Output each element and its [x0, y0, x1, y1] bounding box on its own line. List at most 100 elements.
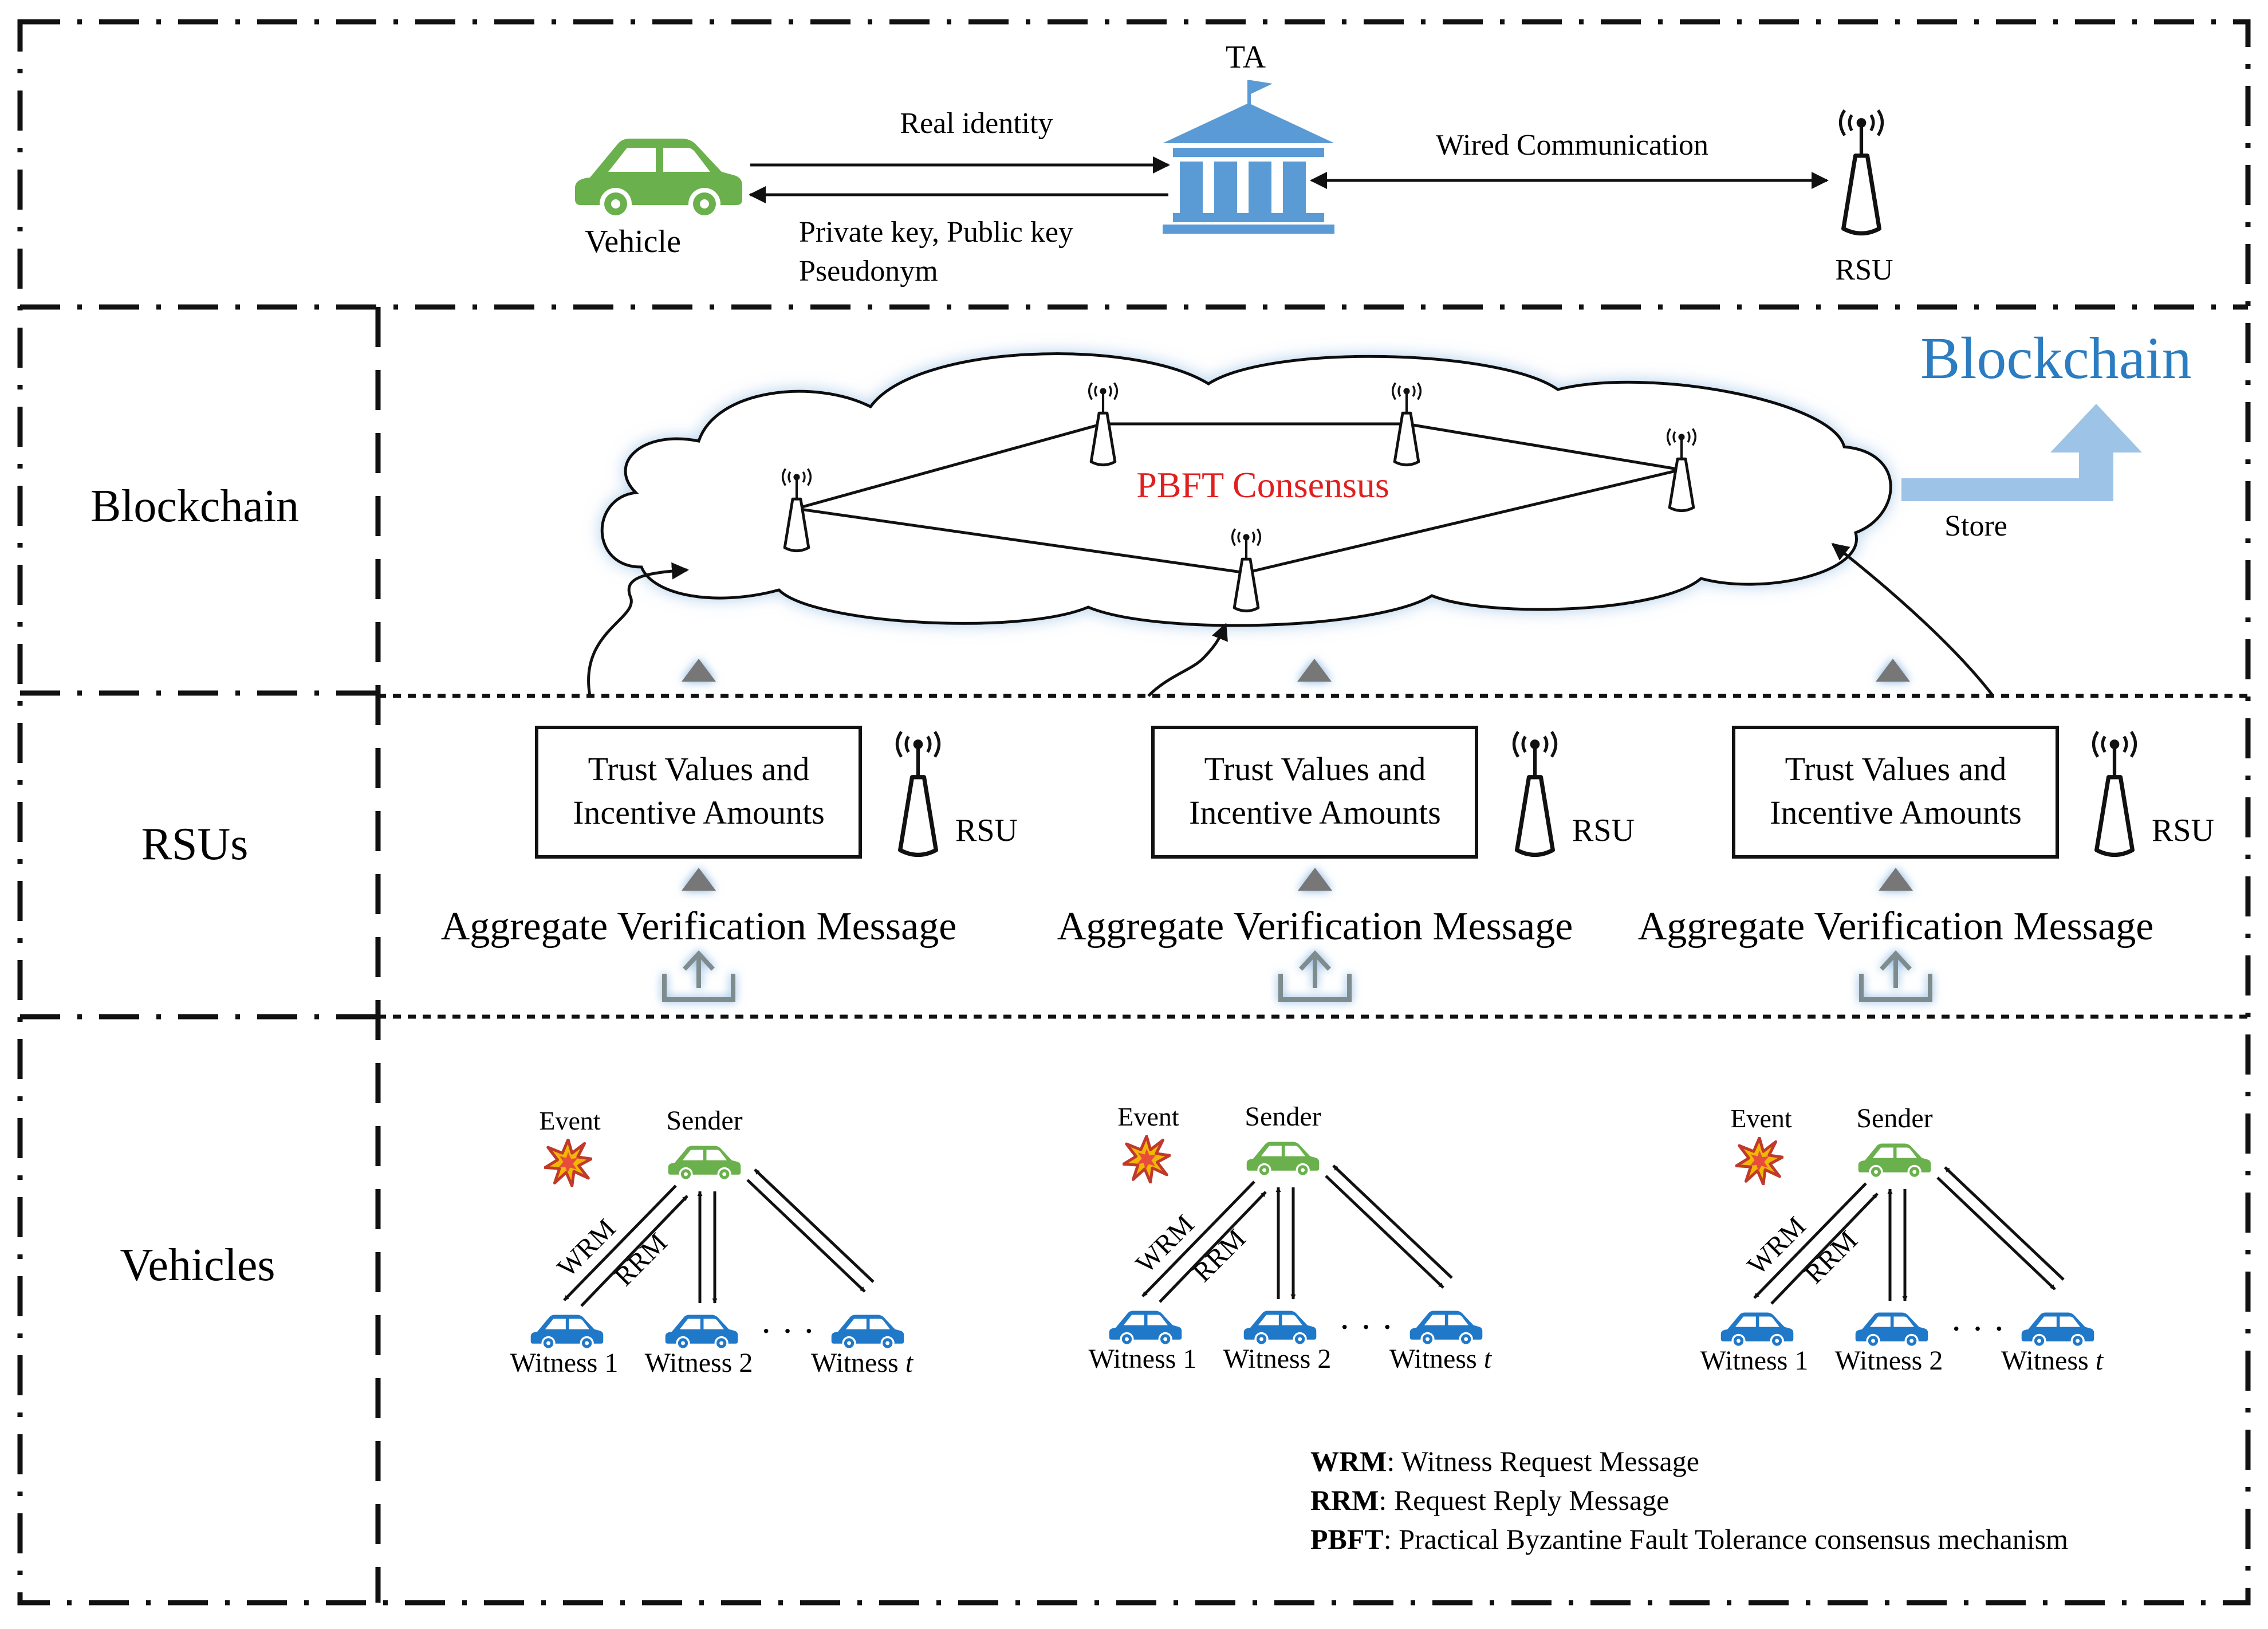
store-arrow-icon — [1901, 404, 2142, 501]
aggregate-verification-label: Aggregate Verification Message — [441, 904, 957, 949]
vehicle-label: Vehicle — [585, 224, 681, 259]
rsu-tower-icon — [1514, 732, 1556, 855]
keys-label-line2: Pseudonym — [799, 255, 938, 288]
rsu-label: RSU — [1572, 813, 1635, 848]
event-label: Event — [539, 1106, 601, 1135]
upload-tray-icon — [662, 950, 735, 1002]
ellipsis-dots: · · · — [1950, 1308, 2005, 1349]
sender-car-icon — [1858, 1143, 1931, 1179]
aggregate-verification-label: Aggregate Verification Message — [1638, 904, 2154, 949]
rsu-tower-icon — [2093, 732, 2135, 855]
event-label: Event — [1730, 1104, 1792, 1133]
wired-communication-label: Wired Communication — [1436, 129, 1708, 162]
rsu-label: RSU — [955, 813, 1018, 848]
witness-t-car-icon — [831, 1315, 904, 1351]
rsu-tower-icon — [1840, 111, 1882, 234]
outer-frame — [17, 19, 2251, 1606]
legend: WRM: Witness Request Message RRM: Reques… — [1310, 1445, 2068, 1555]
witness-2-label: Witness 2 — [1835, 1345, 1943, 1376]
vehicle-group-1: Event Sender WRM RRM · · · Witness 1 Wit… — [510, 1105, 914, 1378]
upload-tray-icon — [1278, 950, 1352, 1002]
section-borders — [17, 19, 2251, 1606]
message-arrows — [563, 1168, 875, 1307]
vehicle-car-icon — [575, 139, 742, 220]
pbft-network-links — [796, 422, 1682, 575]
layer-label-blockchain: Blockchain — [90, 481, 299, 532]
store-label: Store — [1944, 510, 2007, 542]
up-triangle-icon — [682, 868, 716, 891]
real-identity-label: Real identity — [900, 107, 1053, 140]
witness-1-car-icon — [1109, 1311, 1182, 1347]
witness-1-label: Witness 1 — [1089, 1344, 1197, 1374]
sender-label: Sender — [666, 1105, 742, 1136]
sender-label: Sender — [1856, 1103, 1932, 1134]
sender-label: Sender — [1245, 1101, 1321, 1132]
witness-1-car-icon — [1720, 1312, 1794, 1348]
trust-incentive-box — [1732, 726, 2059, 859]
witness-1-label: Witness 1 — [1700, 1345, 1809, 1376]
up-triangle-icon — [1879, 868, 1913, 891]
trust-box-line1: Trust Values and — [1204, 750, 1426, 788]
trust-incentive-box — [535, 726, 862, 859]
sender-car-icon — [1246, 1142, 1320, 1178]
explosion-icon — [1737, 1138, 1783, 1185]
legend-item-wrm: WRM: Witness Request Message — [1310, 1445, 1699, 1477]
witness-t-label: Witness t — [811, 1348, 914, 1378]
rsu-label: RSU — [2152, 813, 2214, 848]
legend-abbr: PBFT — [1310, 1523, 1384, 1555]
witness-t-var: t — [905, 1348, 914, 1378]
witness-2-car-icon — [1855, 1312, 1928, 1348]
up-triangle-icon — [1298, 868, 1332, 891]
layer-label-rsus: RSUs — [141, 819, 249, 869]
blockchain-title: Blockchain — [1920, 325, 2192, 391]
keys-label-line1: Private key, Public key — [799, 216, 1073, 249]
trust-box-line2: Incentive Amounts — [1770, 794, 2022, 831]
message-arrows — [1753, 1166, 2065, 1305]
rsu-unit-2: Trust Values and Incentive Amounts RSU A… — [1057, 726, 1635, 1002]
legend-abbr: RRM — [1310, 1484, 1379, 1516]
legend-text: : Practical Byzantine Fault Tolerance co… — [1384, 1523, 2068, 1555]
witness-2-label: Witness 2 — [645, 1348, 753, 1378]
witness-2-car-icon — [1243, 1311, 1317, 1347]
witness-t-car-icon — [1409, 1311, 1483, 1347]
sender-car-icon — [668, 1146, 741, 1182]
trust-box-line2: Incentive Amounts — [573, 794, 825, 831]
ta-section: TA Vehicle Real identity Private key, Pu… — [575, 40, 1893, 288]
rsu-tower-icon — [897, 732, 939, 855]
witness-t-car-icon — [2021, 1312, 2094, 1348]
witness-t-prefix: Witness — [811, 1348, 905, 1378]
layer-label-vehicles: Vehicles — [120, 1240, 275, 1290]
witness-1-label: Witness 1 — [510, 1348, 619, 1378]
ta-building-icon — [1163, 80, 1334, 234]
legend-item-pbft: PBFT: Practical Byzantine Fault Toleranc… — [1310, 1523, 2068, 1555]
message-arrows — [1141, 1164, 1453, 1303]
witness-t-prefix: Witness — [1389, 1344, 1484, 1374]
witness-t-label: Witness t — [1389, 1344, 1493, 1374]
ellipsis-dots: · · · — [760, 1311, 815, 1351]
rsu-to-cloud-arrows — [587, 543, 1994, 697]
legend-text: : Witness Request Message — [1387, 1445, 1699, 1477]
trust-box-line1: Trust Values and — [1785, 750, 2007, 788]
rsu-label: RSU — [1835, 254, 1893, 286]
witness-2-car-icon — [665, 1315, 738, 1351]
vehicle-group-2: Event Sender WRM RRM · · · Witness 1 Wit… — [1089, 1101, 1493, 1374]
trust-box-line2: Incentive Amounts — [1189, 794, 1441, 831]
rsu-unit-1: Trust Values and Incentive Amounts RSU A… — [441, 726, 1018, 1002]
rsu-unit-3: Trust Values and Incentive Amounts RSU A… — [1638, 726, 2214, 1002]
pbft-consensus-label: PBFT Consensus — [1136, 465, 1389, 505]
explosion-icon — [1124, 1136, 1170, 1183]
witness-1-car-icon — [530, 1315, 604, 1351]
aggregate-verification-label: Aggregate Verification Message — [1057, 904, 1573, 949]
ta-label: TA — [1226, 40, 1266, 75]
witness-2-label: Witness 2 — [1223, 1344, 1332, 1374]
legend-abbr: WRM — [1310, 1445, 1387, 1477]
witness-t-prefix: Witness — [2001, 1345, 2096, 1376]
vehicle-group-3: Event Sender WRM RRM · · · Witness 1 Wit… — [1700, 1103, 2104, 1376]
ellipsis-dots: · · · — [1338, 1307, 1393, 1347]
witness-t-var: t — [1484, 1344, 1493, 1374]
trust-incentive-box — [1151, 726, 1478, 859]
blockchain-cloud — [600, 352, 1892, 627]
upload-triangles — [682, 659, 1910, 682]
legend-item-rrm: RRM: Request Reply Message — [1310, 1484, 1669, 1516]
upload-tray-icon — [1859, 950, 1932, 1002]
